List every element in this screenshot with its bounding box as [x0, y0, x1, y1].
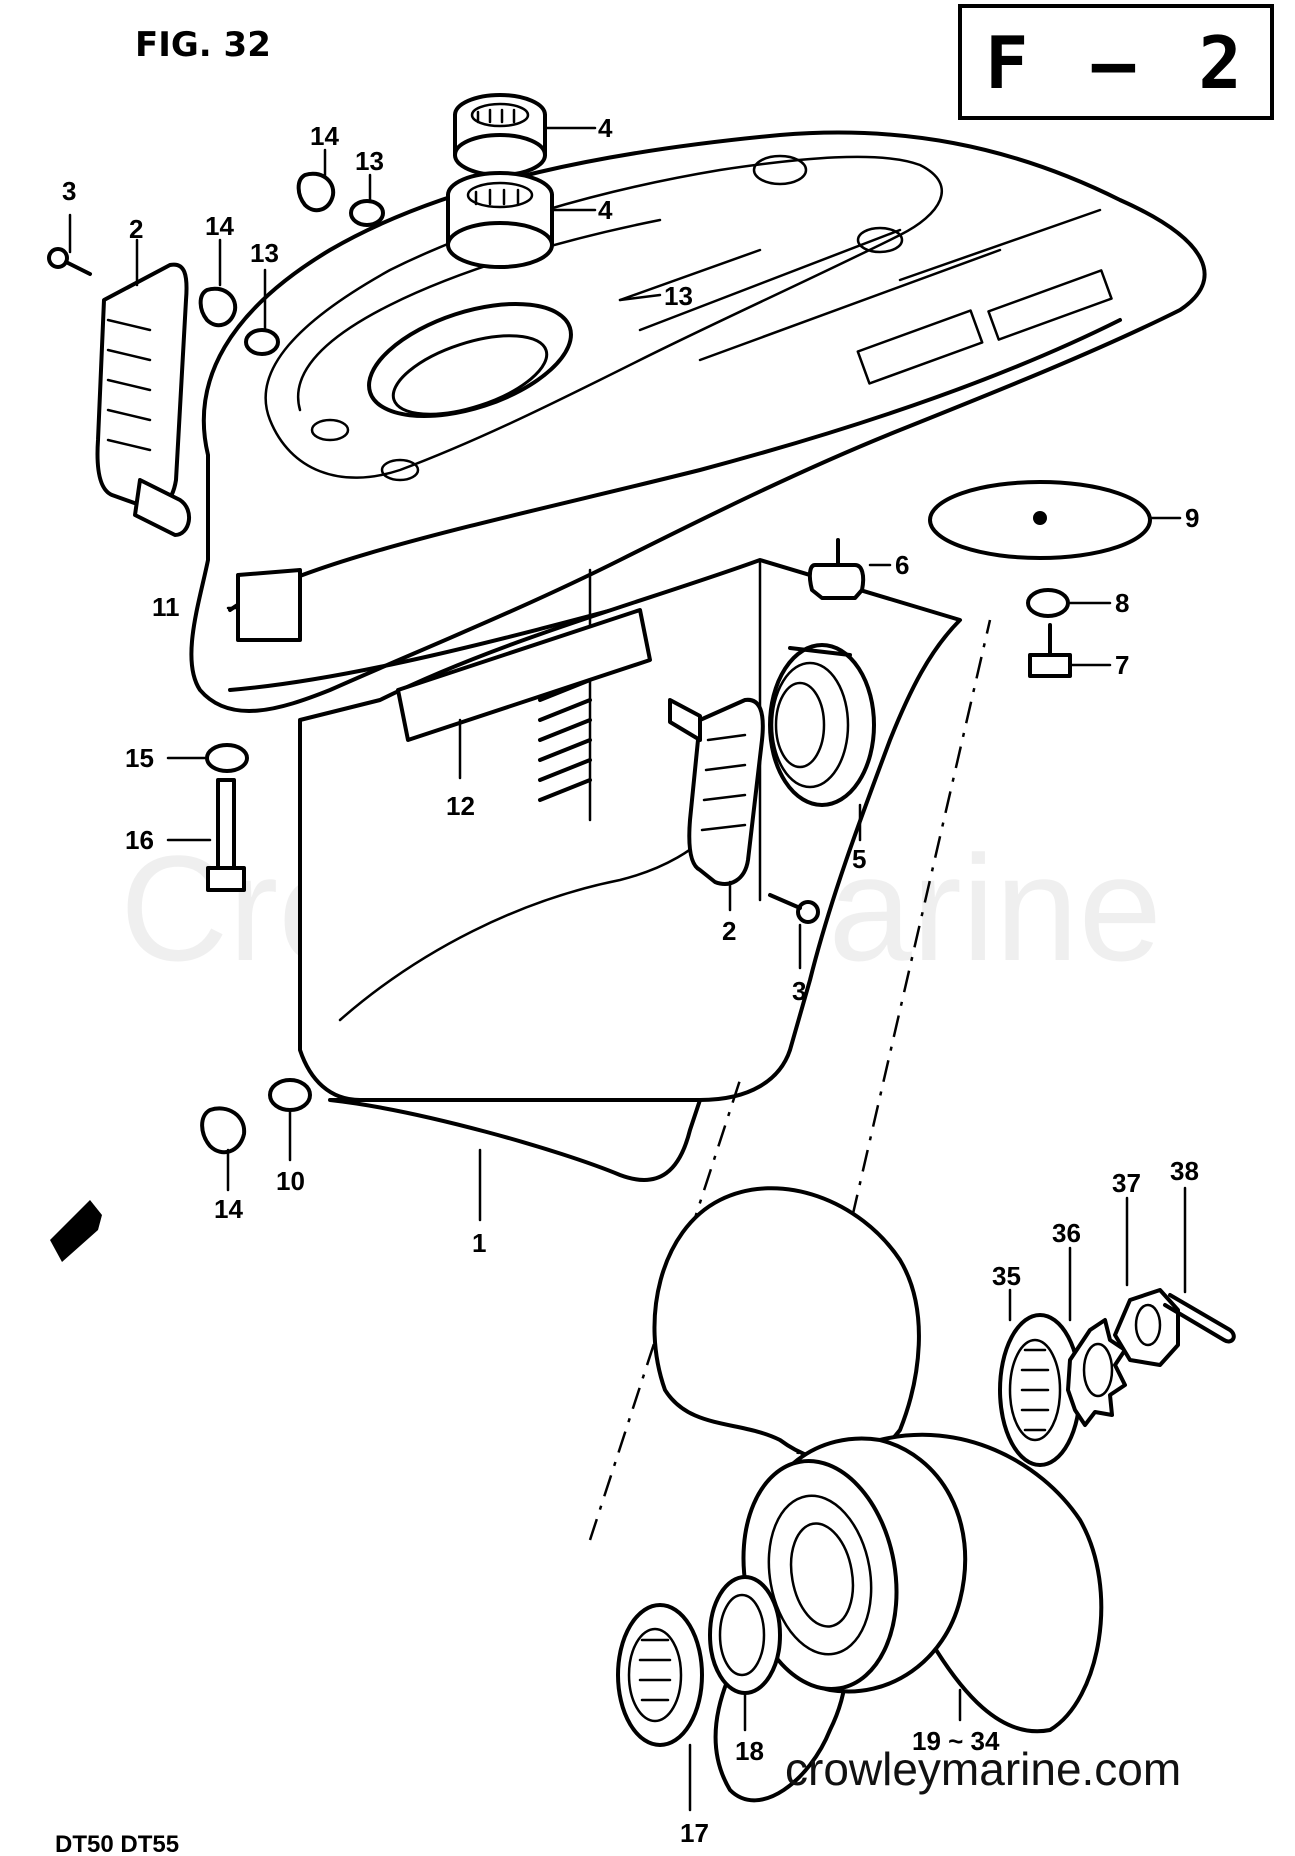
vent-grille [538, 678, 592, 802]
screw-lower [768, 893, 820, 924]
callout-37: 37 [1112, 1168, 1141, 1198]
callout-14-mid: 14 [205, 211, 234, 241]
washer-13-c [268, 1078, 312, 1112]
callout-3-lower: 3 [792, 976, 806, 1006]
section-label: F – 2 [985, 21, 1252, 105]
callout-3-upper: 3 [62, 176, 76, 206]
grommet-14-c [200, 1106, 247, 1155]
lock-washer [1066, 1318, 1127, 1427]
callout-13-top: 13 [355, 146, 384, 176]
washer-13-b [244, 328, 280, 356]
figure-title: FIG. 32 [135, 25, 271, 65]
callout-2-lower: 2 [722, 916, 736, 946]
callout-16: 16 [125, 825, 154, 855]
callout-6: 6 [895, 550, 909, 580]
callout-4-lower: 4 [598, 195, 613, 225]
callout-14-top: 14 [310, 121, 339, 151]
forward-arrow-icon [50, 1200, 102, 1262]
washer-8 [1026, 588, 1070, 618]
callout-2-upper: 2 [129, 214, 143, 244]
bolt-16 [206, 778, 246, 892]
callout-18: 18 [735, 1736, 764, 1766]
leader-lines [68, 126, 1187, 1812]
thrust-washer [998, 1313, 1082, 1467]
callout-13-bottom: 10 [276, 1166, 305, 1196]
plug [807, 538, 866, 600]
callout-5: 5 [852, 844, 866, 874]
callout-12: 13 [664, 281, 693, 311]
callout-labels: 4 4 13 3 2 14 13 14 13 11 15 16 12 6 8 7… [62, 113, 1199, 1848]
washer-15 [205, 743, 249, 773]
grommet-14-a [296, 171, 336, 213]
propeller-nut [1113, 1288, 1180, 1367]
grille-cover-left [95, 262, 191, 537]
bolt-7 [1028, 623, 1072, 678]
callout-8: 8 [1115, 588, 1129, 618]
callout-17: 17 [680, 1818, 709, 1848]
callout-10: 11 [152, 592, 180, 622]
callout-19-34: 19 ~ 34 [912, 1726, 1000, 1756]
callout-7: 7 [1115, 650, 1129, 680]
callout-38: 38 [1170, 1156, 1199, 1186]
callout-36: 36 [1052, 1218, 1081, 1248]
callout-14-bottom: 14 [214, 1194, 243, 1224]
model-caption: DT50 DT55 [55, 1831, 179, 1856]
oil-seal [768, 643, 876, 807]
callout-9: 9 [1185, 503, 1199, 533]
cotter-pin [1163, 1293, 1236, 1344]
callout-13-mid: 13 [250, 238, 279, 268]
spacer [616, 1603, 704, 1747]
callout-1: 1 [472, 1228, 486, 1258]
website-caption: crowleymarine.com [785, 1743, 1181, 1795]
callout-15: 15 [125, 743, 154, 773]
bearing-upper [453, 93, 547, 177]
callout-11: 12 [446, 791, 475, 821]
grille-cover-right [668, 697, 765, 886]
callout-35: 35 [992, 1261, 1021, 1291]
grommet-14-b [198, 286, 238, 328]
propeller [652, 1186, 1104, 1803]
washer-13-a [349, 199, 385, 227]
screw-upper [47, 247, 92, 276]
section-box [958, 4, 1274, 120]
callout-4-upper: 4 [598, 113, 613, 143]
bearing-lower [446, 171, 554, 269]
